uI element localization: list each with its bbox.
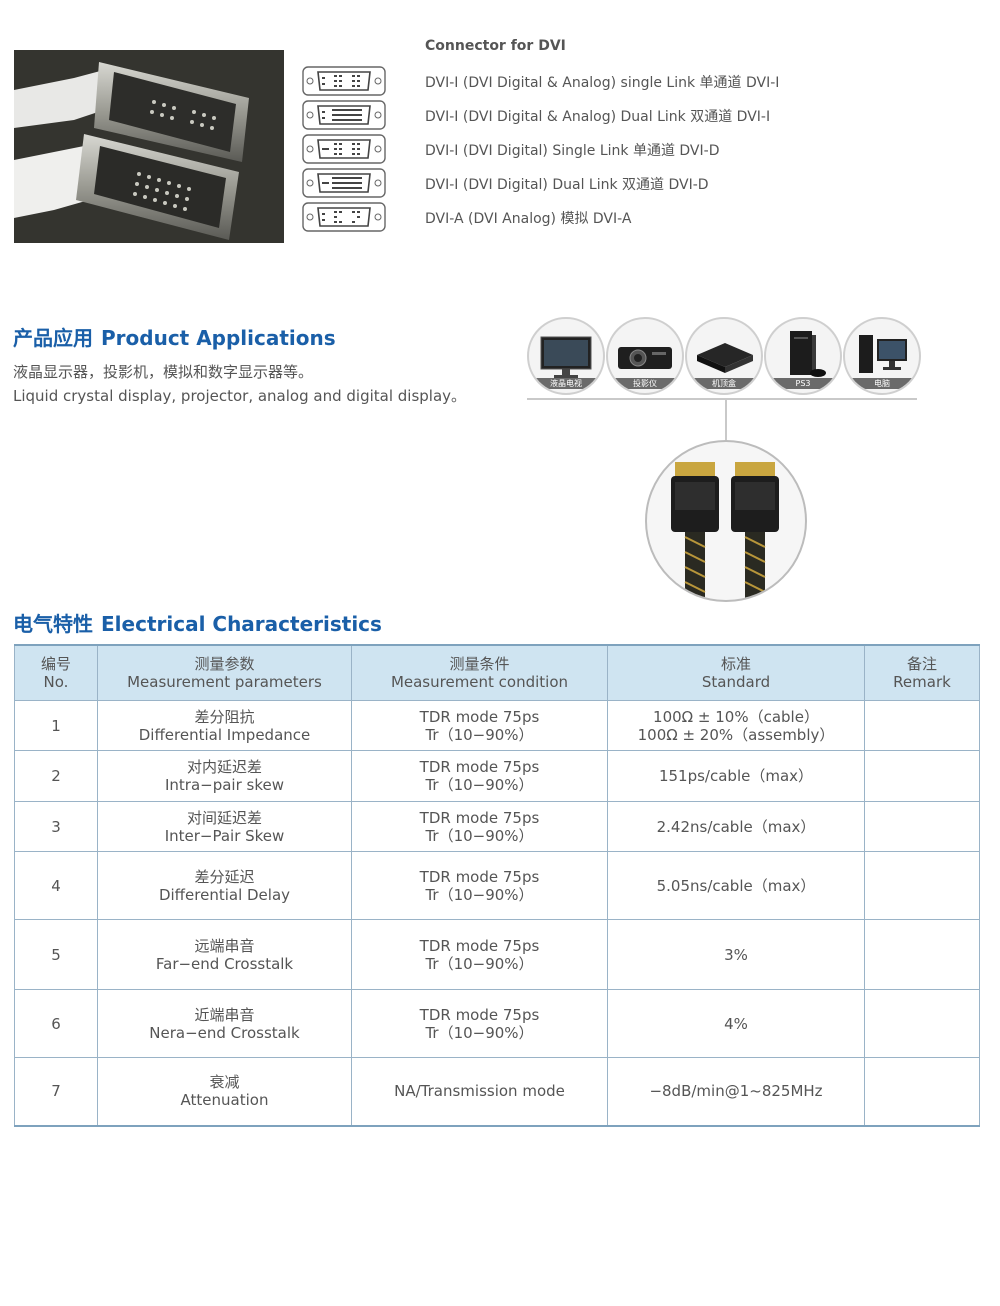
device-computer: 电脑	[843, 317, 921, 395]
electrical-title: 电气特性 Electrical Characteristics	[13, 608, 382, 637]
applications-title-cn: 产品应用	[13, 326, 93, 350]
dvi-i-dual-link-icon	[302, 100, 386, 130]
dvi-a-icon	[302, 202, 386, 232]
cell-remark	[864, 851, 980, 920]
cell-remark	[864, 750, 980, 802]
device-label: PS3	[766, 378, 840, 389]
cell-no: 6	[14, 989, 98, 1058]
device-label: 机顶盒	[687, 378, 761, 389]
connector-line-vertical	[725, 400, 727, 442]
cell-condition: NA/Transmission mode	[351, 1057, 608, 1127]
device-label: 电脑	[845, 378, 919, 389]
connector-line	[527, 398, 917, 400]
connector-type-row: DVI-A (DVI Analog) 模拟 DVI-A	[302, 202, 992, 232]
cell-standard: 3%	[607, 919, 865, 990]
dvi-cable-image	[645, 440, 807, 602]
connector-type-label: DVI-A (DVI Analog) 模拟 DVI-A	[425, 211, 632, 227]
cell-no: 5	[14, 919, 98, 990]
cell-standard: 4%	[607, 989, 865, 1058]
connector-type-label: DVI-I (DVI Digital & Analog) single Link…	[425, 75, 780, 91]
cell-remark	[864, 919, 980, 990]
cell-standard: 151ps/cable（max）	[607, 750, 865, 802]
dvi-connector-photo	[14, 50, 284, 243]
connector-type-row: DVI-I (DVI Digital) Dual Link 双通道 DVI-D	[302, 168, 992, 198]
applications-title: 产品应用 Product Applications	[13, 322, 336, 351]
cell-no: 4	[14, 851, 98, 920]
lcd-tv-icon	[540, 336, 592, 378]
electrical-title-cn: 电气特性	[13, 612, 93, 636]
set-top-box-icon	[697, 343, 753, 373]
connector-heading: Connector for DVI	[425, 38, 566, 54]
cell-no: 2	[14, 750, 98, 802]
cell-remark	[864, 1057, 980, 1127]
connector-type-row: DVI-I (DVI Digital & Analog) single Link…	[302, 66, 992, 96]
dvi-d-single-link-icon	[302, 134, 386, 164]
dvi-d-dual-link-icon	[302, 168, 386, 198]
electrical-title-en: Electrical Characteristics	[101, 612, 382, 636]
applications-title-en: Product Applications	[101, 326, 336, 350]
cell-no: 3	[14, 801, 98, 852]
applications-desc-cn: 液晶显示器，投影机，模拟和数字显示器等。	[13, 363, 314, 381]
applications-description: 液晶显示器，投影机，模拟和数字显示器等。 Liquid crystal disp…	[13, 360, 466, 408]
cell-standard: 2.42ns/cable（max）	[607, 801, 865, 852]
cell-remark	[864, 989, 980, 1058]
dvi-i-single-link-icon	[302, 66, 386, 96]
cell-no: 7	[14, 1057, 98, 1127]
connector-type-label: DVI-I (DVI Digital) Dual Link 双通道 DVI-D	[425, 177, 709, 193]
cell-standard: 5.05ns/cable（max）	[607, 851, 865, 920]
device-label: 液晶电视	[529, 378, 603, 389]
device-game-console: PS3	[764, 317, 842, 395]
applications-graphic: 液晶电视 投影仪 机顶盒 PS3 电脑	[495, 312, 940, 604]
connector-type-row: DVI-I (DVI Digital) Single Link 单通道 DVI-…	[302, 134, 992, 164]
device-projector: 投影仪	[606, 317, 684, 395]
cell-remark	[864, 700, 980, 751]
device-lcd-tv: 液晶电视	[527, 317, 605, 395]
connector-type-label: DVI-I (DVI Digital) Single Link 单通道 DVI-…	[425, 143, 720, 159]
device-set-top-box: 机顶盒	[685, 317, 763, 395]
applications-desc-en: Liquid crystal display, projector, analo…	[13, 387, 467, 405]
cell-standard: −8dB/min@1~825MHz	[607, 1057, 865, 1127]
cell-standard: 100Ω ± 10%（cable）100Ω ± 20%（assembly）	[607, 700, 865, 751]
device-label: 投影仪	[608, 378, 682, 389]
connector-type-row: DVI-I (DVI Digital & Analog) Dual Link 双…	[302, 100, 992, 130]
game-console-icon	[790, 331, 826, 377]
cell-remark	[864, 801, 980, 852]
connector-type-label: DVI-I (DVI Digital & Analog) Dual Link 双…	[425, 109, 771, 125]
projector-icon	[618, 347, 672, 369]
computer-icon	[859, 335, 907, 373]
cell-no: 1	[14, 700, 98, 751]
